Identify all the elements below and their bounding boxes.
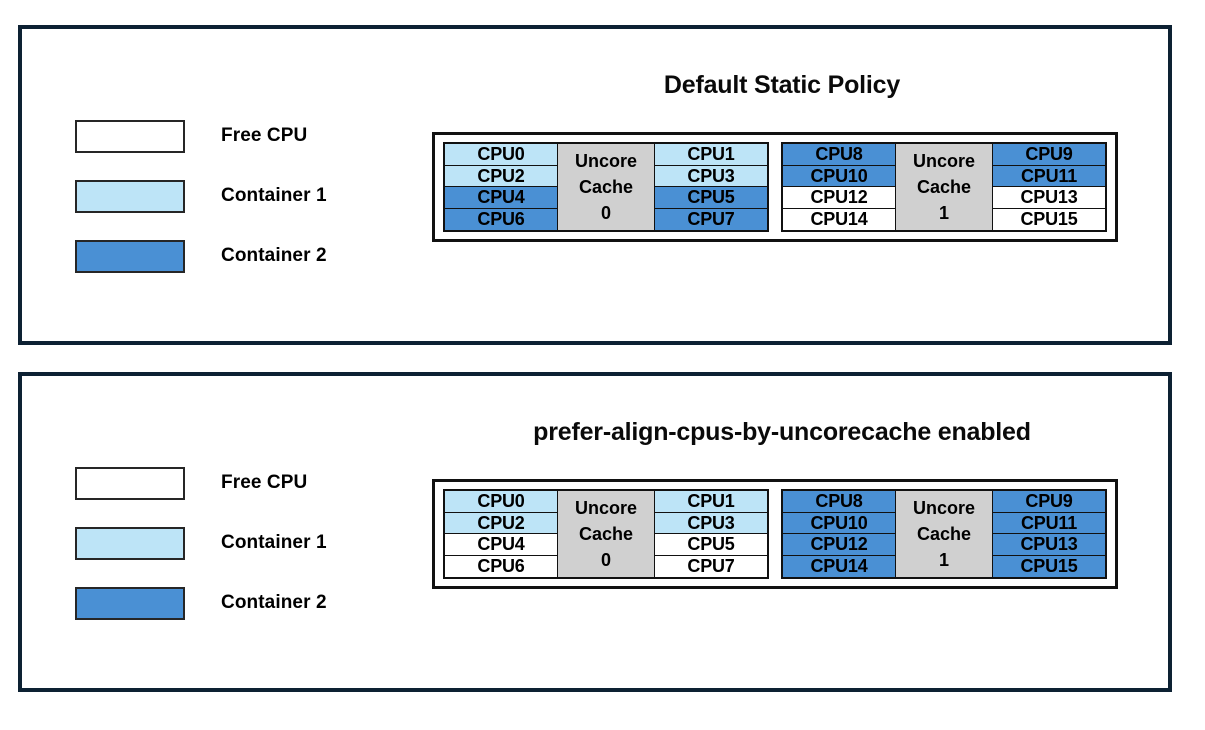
cpu-cell: CPU12	[782, 533, 896, 557]
cpu-cell: CPU4	[444, 186, 558, 210]
legend-label-container-2: Container 2	[221, 592, 327, 613]
page-title: Default Static Policy	[663, 71, 901, 99]
cache-group: CPU0 CPU2 CPU4 CPU6 Uncore Cache 0 CPU1 …	[443, 489, 769, 579]
cpu-column-left: CPU8 CPU10 CPU12 CPU14	[782, 143, 896, 231]
cpu-cell: CPU5	[654, 186, 768, 210]
uncore-cache-box: Uncore Cache 1	[895, 491, 993, 577]
cpu-cell: CPU14	[782, 207, 896, 231]
cpu-cell: CPU6	[444, 554, 558, 578]
legend-item-free-cpu: Free CPU	[75, 119, 327, 153]
cache-group: CPU0 CPU2 CPU4 CPU6 Uncore Cache 0 CPU1 …	[443, 142, 769, 232]
legend-swatch-container-1	[75, 179, 185, 213]
uncore-cache-label-line1: Uncore	[912, 497, 975, 518]
cpu-column-right: CPU9 CPU11 CPU13 CPU15	[992, 143, 1106, 231]
legend-label-free-cpu: Free CPU	[221, 125, 308, 146]
uncore-cache-index: 0	[600, 203, 611, 224]
cpu-cell: CPU11	[992, 164, 1106, 188]
cpu-cell: CPU0	[444, 143, 558, 167]
cpu-cell: CPU15	[992, 207, 1106, 231]
cpu-cell: CPU7	[654, 554, 768, 578]
panel-default-static-policy: Default Static Policy Free CPU Container…	[18, 25, 1172, 345]
legend-item-container-1: Container 1	[75, 526, 327, 560]
legend-label-free-cpu: Free CPU	[221, 472, 308, 493]
uncore-cache-label-line2: Cache	[916, 176, 972, 197]
cpu-cell: CPU2	[444, 164, 558, 188]
uncore-cache-box: Uncore Cache 0	[557, 491, 655, 577]
legend-item-container-2: Container 2	[75, 586, 327, 620]
cpu-cell: CPU2	[444, 511, 558, 535]
cpu-cell: CPU14	[782, 554, 896, 578]
legend-item-container-1: Container 1	[75, 179, 327, 213]
cpu-cell: CPU7	[654, 207, 768, 231]
legend-item-container-2: Container 2	[75, 239, 327, 273]
cpu-cell: CPU13	[992, 186, 1106, 210]
cpu-topology-diagram: CPU0 CPU2 CPU4 CPU6 Uncore Cache 0 CPU1 …	[432, 479, 1118, 589]
cpu-topology-diagram: CPU0 CPU2 CPU4 CPU6 Uncore Cache 0 CPU1 …	[432, 132, 1118, 242]
panel-prefer-align-cpus-by-uncorecache: prefer-align-cpus-by-uncorecache enabled…	[18, 372, 1172, 692]
cpu-cell: CPU6	[444, 207, 558, 231]
cpu-cell: CPU15	[992, 554, 1106, 578]
cpu-column-right: CPU1 CPU3 CPU5 CPU7	[654, 490, 768, 578]
cpu-cell: CPU9	[992, 143, 1106, 167]
legend-swatch-container-2	[75, 586, 185, 620]
cpu-column-right: CPU9 CPU11 CPU13 CPU15	[992, 490, 1106, 578]
cpu-cell: CPU8	[782, 143, 896, 167]
cpu-column-left: CPU0 CPU2 CPU4 CPU6	[444, 143, 558, 231]
legend-label-container-2: Container 2	[221, 245, 327, 266]
uncore-cache-label-line1: Uncore	[912, 150, 975, 171]
legend-label-container-1: Container 1	[221, 532, 327, 553]
uncore-cache-index: 1	[938, 550, 949, 571]
cpu-cell: CPU3	[654, 511, 768, 535]
uncore-cache-label-line2: Cache	[578, 176, 634, 197]
uncore-cache-box: Uncore Cache 1	[895, 144, 993, 230]
cpu-cell: CPU5	[654, 533, 768, 557]
cpu-cell: CPU3	[654, 164, 768, 188]
cpu-cell: CPU12	[782, 186, 896, 210]
legend: Free CPU Container 1 Container 2	[75, 119, 327, 299]
uncore-cache-index: 0	[600, 550, 611, 571]
cpu-column-left: CPU0 CPU2 CPU4 CPU6	[444, 490, 558, 578]
cpu-cell: CPU1	[654, 490, 768, 514]
page-title: prefer-align-cpus-by-uncorecache enabled	[533, 418, 1031, 446]
uncore-cache-box: Uncore Cache 0	[557, 144, 655, 230]
cpu-cell: CPU1	[654, 143, 768, 167]
legend-swatch-container-2	[75, 239, 185, 273]
uncore-cache-label-line1: Uncore	[574, 497, 637, 518]
uncore-cache-index: 1	[938, 203, 949, 224]
legend-swatch-free-cpu	[75, 119, 185, 153]
legend-swatch-free-cpu	[75, 466, 185, 500]
uncore-cache-label-line1: Uncore	[574, 150, 637, 171]
legend: Free CPU Container 1 Container 2	[75, 466, 327, 646]
legend-item-free-cpu: Free CPU	[75, 466, 327, 500]
cache-group: CPU8 CPU10 CPU12 CPU14 Uncore Cache 1 CP…	[781, 489, 1107, 579]
cpu-cell: CPU13	[992, 533, 1106, 557]
uncore-cache-label-line2: Cache	[916, 523, 972, 544]
cpu-cell: CPU4	[444, 533, 558, 557]
cpu-column-left: CPU8 CPU10 CPU12 CPU14	[782, 490, 896, 578]
cache-group: CPU8 CPU10 CPU12 CPU14 Uncore Cache 1 CP…	[781, 142, 1107, 232]
cpu-cell: CPU9	[992, 490, 1106, 514]
cpu-cell: CPU10	[782, 164, 896, 188]
cpu-cell: CPU11	[992, 511, 1106, 535]
legend-label-container-1: Container 1	[221, 185, 327, 206]
uncore-cache-label-line2: Cache	[578, 523, 634, 544]
cpu-column-right: CPU1 CPU3 CPU5 CPU7	[654, 143, 768, 231]
cpu-cell: CPU10	[782, 511, 896, 535]
cpu-cell: CPU0	[444, 490, 558, 514]
cpu-cell: CPU8	[782, 490, 896, 514]
legend-swatch-container-1	[75, 526, 185, 560]
